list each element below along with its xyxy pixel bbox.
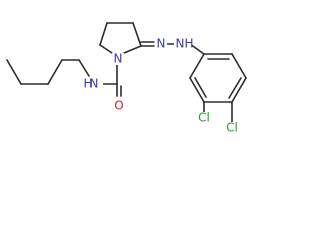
bond-benzene-3 bbox=[231, 77, 247, 103]
bond-ring-c5-n bbox=[99, 44, 113, 54]
bond-nh-aryl bbox=[189, 43, 205, 55]
carbonyl-oxygen-label: O bbox=[114, 99, 123, 113]
bond-butyl-nh bbox=[78, 59, 90, 77]
azo-hydrogen-label: H bbox=[184, 37, 193, 51]
chlorine-bottom-label: Cl bbox=[226, 121, 238, 135]
atom-bg bbox=[224, 122, 240, 134]
azo-nitrogen-1-label: N bbox=[157, 37, 166, 51]
atom-bg bbox=[112, 53, 124, 65]
atom-bg bbox=[196, 112, 212, 124]
atom-bg bbox=[113, 100, 125, 112]
bond-benzene-inner-2 bbox=[228, 77, 242, 99]
bond-butyl-1 bbox=[6, 59, 22, 85]
bond-benzene-5 bbox=[189, 77, 205, 103]
atom-bg bbox=[85, 77, 103, 91]
chlorine-top-label: Cl bbox=[198, 111, 210, 125]
azo-nitrogen-2-label: N bbox=[176, 37, 185, 51]
ring-nitrogen-label: N bbox=[114, 52, 123, 66]
atom-bg bbox=[174, 38, 192, 50]
chemical-structure-diagram: N H N N N H O Cl Cl bbox=[6, 22, 247, 135]
atom-labels: N H N N N H O Cl Cl bbox=[83, 37, 240, 135]
bonds bbox=[6, 22, 247, 123]
bond-ring-c4-c5 bbox=[99, 22, 108, 46]
bond-benzene-inner-3 bbox=[194, 77, 207, 98]
bond-butyl-3 bbox=[47, 59, 63, 85]
bond-ring-c2-c3 bbox=[132, 22, 142, 47]
bond-benzene-6 bbox=[189, 53, 205, 79]
amide-hydrogen-label: H bbox=[83, 77, 92, 91]
bond-ring-n-c2 bbox=[123, 45, 142, 54]
bond-benzene-2 bbox=[231, 53, 247, 79]
amide-nitrogen-label: N bbox=[90, 77, 99, 91]
atom-bg bbox=[155, 38, 167, 50]
